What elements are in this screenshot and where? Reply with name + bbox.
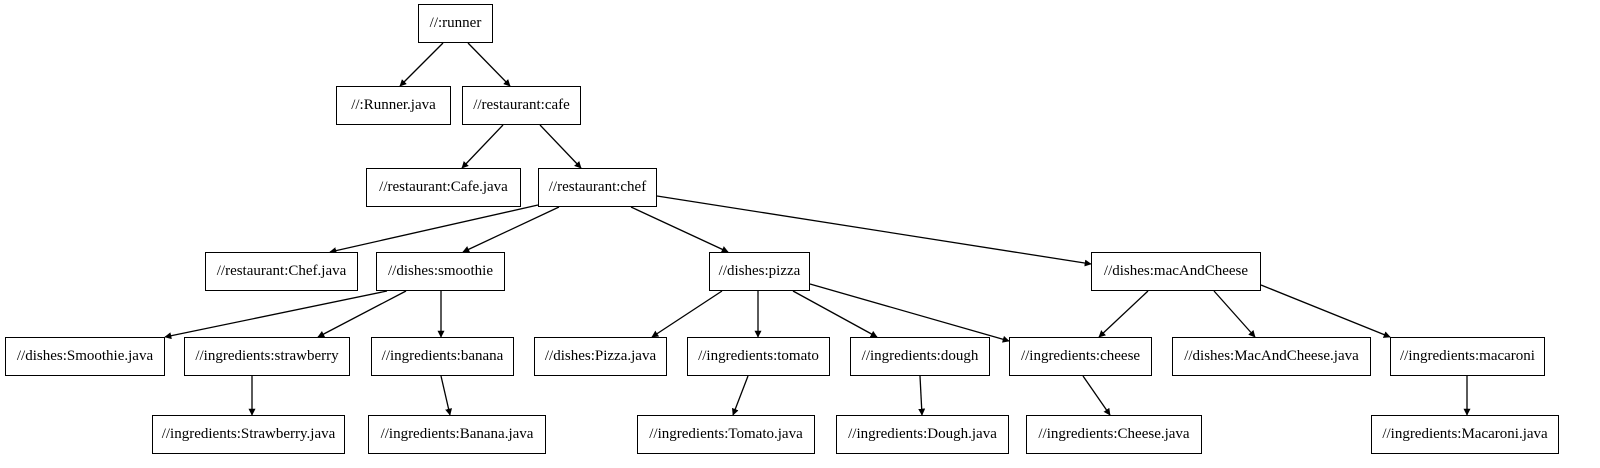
graph-edge-restaurant-cafe-to-restaurant-chef bbox=[539, 124, 582, 169]
graph-node-ing-banana[interactable]: //ingredients:banana bbox=[371, 337, 514, 376]
graph-node-macaroni-java[interactable]: //ingredients:Macaroni.java bbox=[1371, 415, 1559, 454]
node-label: //ingredients:cheese bbox=[1020, 348, 1141, 364]
node-label: //restaurant:Cafe.java bbox=[379, 179, 508, 195]
graph-node-ing-dough[interactable]: //ingredients:dough bbox=[850, 337, 990, 376]
graph-edge-ing-banana-to-banana-java bbox=[440, 375, 452, 416]
node-label: //dishes:MacAndCheese.java bbox=[1184, 348, 1359, 364]
graph-edge-dishes-smoothie-to-ing-strawberry bbox=[317, 290, 407, 338]
graph-node-cheese-java[interactable]: //ingredients:Cheese.java bbox=[1026, 415, 1202, 454]
graph-node-dishes-macandchz[interactable]: //dishes:macAndCheese bbox=[1091, 252, 1261, 291]
node-label: //ingredients:tomato bbox=[698, 348, 819, 364]
graph-node-ing-macaroni[interactable]: //ingredients:macaroni bbox=[1390, 337, 1545, 376]
graph-edge-dishes-pizza-to-ing-cheese bbox=[809, 283, 1010, 343]
graph-node-ing-strawberry[interactable]: //ingredients:strawberry bbox=[184, 337, 350, 376]
node-label: //restaurant:chef bbox=[548, 179, 647, 195]
node-label: //:runner bbox=[429, 15, 482, 31]
node-label: //restaurant:Chef.java bbox=[216, 263, 347, 279]
graph-node-ing-tomato[interactable]: //ingredients:tomato bbox=[687, 337, 830, 376]
graph-edge-restaurant-chef-to-dishes-pizza bbox=[630, 206, 729, 253]
graph-edge-restaurant-chef-to-dishes-smoothie bbox=[462, 206, 560, 253]
graph-node-smoothie-java[interactable]: //dishes:Smoothie.java bbox=[5, 337, 165, 376]
graph-edge-ing-cheese-to-cheese-java bbox=[1082, 375, 1111, 416]
node-label: //ingredients:Tomato.java bbox=[649, 426, 803, 442]
node-label: //ingredients:strawberry bbox=[195, 348, 339, 364]
graph-node-pizza-java[interactable]: //dishes:Pizza.java bbox=[534, 337, 667, 376]
graph-edge-dishes-pizza-to-pizza-java bbox=[651, 290, 723, 338]
node-label: //ingredients:Dough.java bbox=[848, 426, 997, 442]
graph-node-dishes-smoothie[interactable]: //dishes:smoothie bbox=[376, 252, 505, 291]
node-label: //dishes:Pizza.java bbox=[544, 348, 657, 364]
node-label: //ingredients:Macaroni.java bbox=[1382, 426, 1548, 442]
node-label: //dishes:pizza bbox=[718, 263, 801, 279]
node-label: //ingredients:Banana.java bbox=[380, 426, 534, 442]
graph-edge-runner-to-runner-java bbox=[399, 42, 444, 87]
graph-node-chef-java[interactable]: //restaurant:Chef.java bbox=[205, 252, 358, 291]
node-label: //ingredients:macaroni bbox=[1400, 348, 1535, 364]
node-label: //dishes:smoothie bbox=[388, 263, 493, 279]
graph-node-cafe-java[interactable]: //restaurant:Cafe.java bbox=[366, 168, 521, 207]
graph-edge-runner-to-restaurant-cafe bbox=[467, 42, 511, 87]
graph-edge-ing-tomato-to-tomato-java bbox=[731, 375, 749, 416]
graph-edge-dishes-smoothie-to-smoothie-java bbox=[164, 290, 388, 340]
graph-node-restaurant-cafe[interactable]: //restaurant:cafe bbox=[462, 86, 581, 125]
graph-edge-ing-dough-to-dough-java bbox=[918, 375, 926, 416]
graph-node-tomato-java[interactable]: //ingredients:Tomato.java bbox=[637, 415, 815, 454]
graph-node-banana-java[interactable]: //ingredients:Banana.java bbox=[368, 415, 546, 454]
graph-node-runner-java[interactable]: //:Runner.java bbox=[336, 86, 451, 125]
graph-edge-dishes-macandchz-to-macandcheese-java bbox=[1213, 290, 1256, 338]
node-label: //dishes:macAndCheese bbox=[1103, 263, 1249, 279]
graph-node-ing-cheese[interactable]: //ingredients:cheese bbox=[1009, 337, 1152, 376]
node-label: //ingredients:dough bbox=[861, 348, 979, 364]
graph-node-macandcheese-java[interactable]: //dishes:MacAndCheese.java bbox=[1172, 337, 1371, 376]
graph-node-runner[interactable]: //:runner bbox=[418, 4, 493, 43]
node-label: //ingredients:Strawberry.java bbox=[161, 426, 336, 442]
graph-edge-restaurant-cafe-to-cafe-java bbox=[461, 124, 504, 169]
graph-edge-dishes-macandchz-to-ing-cheese bbox=[1098, 290, 1149, 338]
graph-edge-dishes-macandchz-to-ing-macaroni bbox=[1260, 284, 1391, 338]
graph-edge-dishes-pizza-to-ing-dough bbox=[792, 290, 878, 338]
graph-edge-restaurant-chef-to-chef-java bbox=[329, 204, 539, 255]
graph-node-dishes-pizza[interactable]: //dishes:pizza bbox=[709, 252, 810, 291]
node-label: //ingredients:Cheese.java bbox=[1038, 426, 1190, 442]
graph-node-dough-java[interactable]: //ingredients:Dough.java bbox=[836, 415, 1009, 454]
graph-node-strawberry-java[interactable]: //ingredients:Strawberry.java bbox=[152, 415, 345, 454]
node-label: //restaurant:cafe bbox=[473, 97, 570, 113]
node-label: //ingredients:banana bbox=[381, 348, 504, 364]
node-label: //dishes:Smoothie.java bbox=[16, 348, 154, 364]
node-label: //:Runner.java bbox=[351, 97, 436, 113]
graph-node-restaurant-chef[interactable]: //restaurant:chef bbox=[538, 168, 657, 207]
